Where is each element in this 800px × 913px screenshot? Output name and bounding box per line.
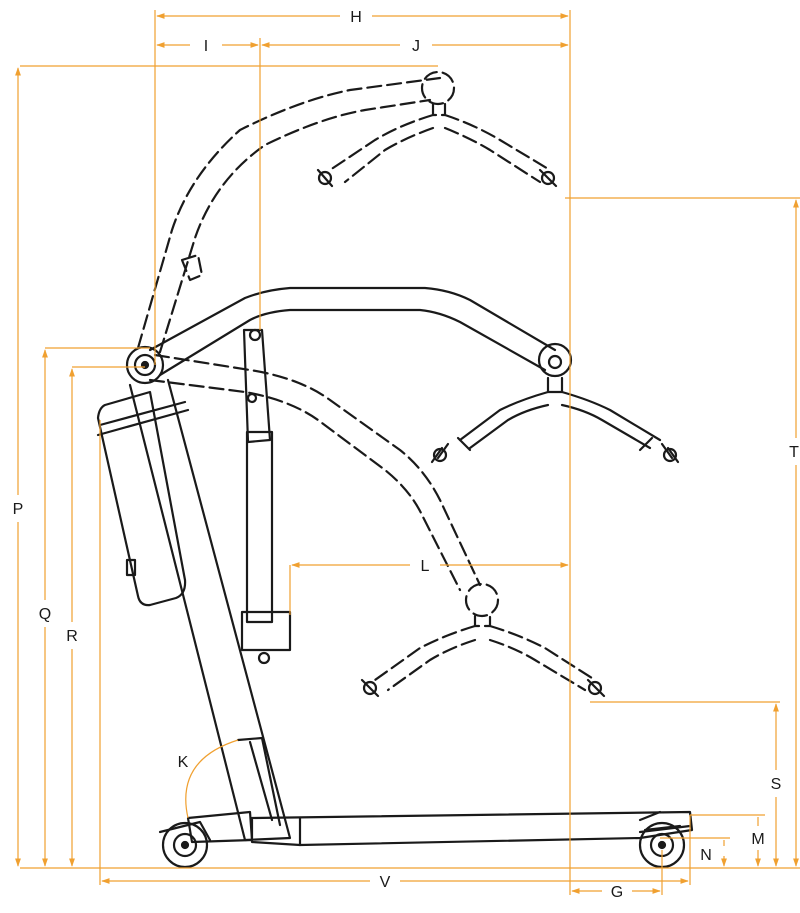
battery-box xyxy=(96,390,190,607)
label-t: T xyxy=(789,444,799,461)
label-m: M xyxy=(751,831,764,848)
label-k: K xyxy=(178,754,189,771)
label-s: S xyxy=(771,776,782,793)
boom-pivot xyxy=(125,345,165,385)
label-j: J xyxy=(412,38,420,55)
label-g: G xyxy=(611,884,623,901)
label-r: R xyxy=(66,628,78,645)
extension-lines xyxy=(20,10,800,895)
label-n: N xyxy=(700,847,712,864)
boom-middle xyxy=(148,286,573,394)
lift-mast xyxy=(128,378,292,842)
patient-lift-drawing xyxy=(96,70,694,869)
label-i: I xyxy=(204,38,208,55)
spreader-bar-lower-ends xyxy=(360,678,606,698)
label-h: H xyxy=(350,9,362,26)
boom-upper xyxy=(136,70,552,354)
actuator xyxy=(240,328,292,665)
label-l: L xyxy=(421,558,430,575)
dimension-labels: H I J K L P Q R S T M N G V xyxy=(13,9,799,901)
boom-lower xyxy=(148,353,597,692)
rear-caster xyxy=(161,821,209,869)
angle-arc-k xyxy=(185,739,239,819)
label-p: P xyxy=(13,501,24,518)
label-q: Q xyxy=(39,606,51,623)
front-caster xyxy=(638,821,692,869)
label-v: V xyxy=(380,874,391,891)
dimension-lines xyxy=(15,10,800,895)
spreader-bar-upper-ends xyxy=(316,168,558,188)
spreader-bar-middle xyxy=(430,390,680,464)
